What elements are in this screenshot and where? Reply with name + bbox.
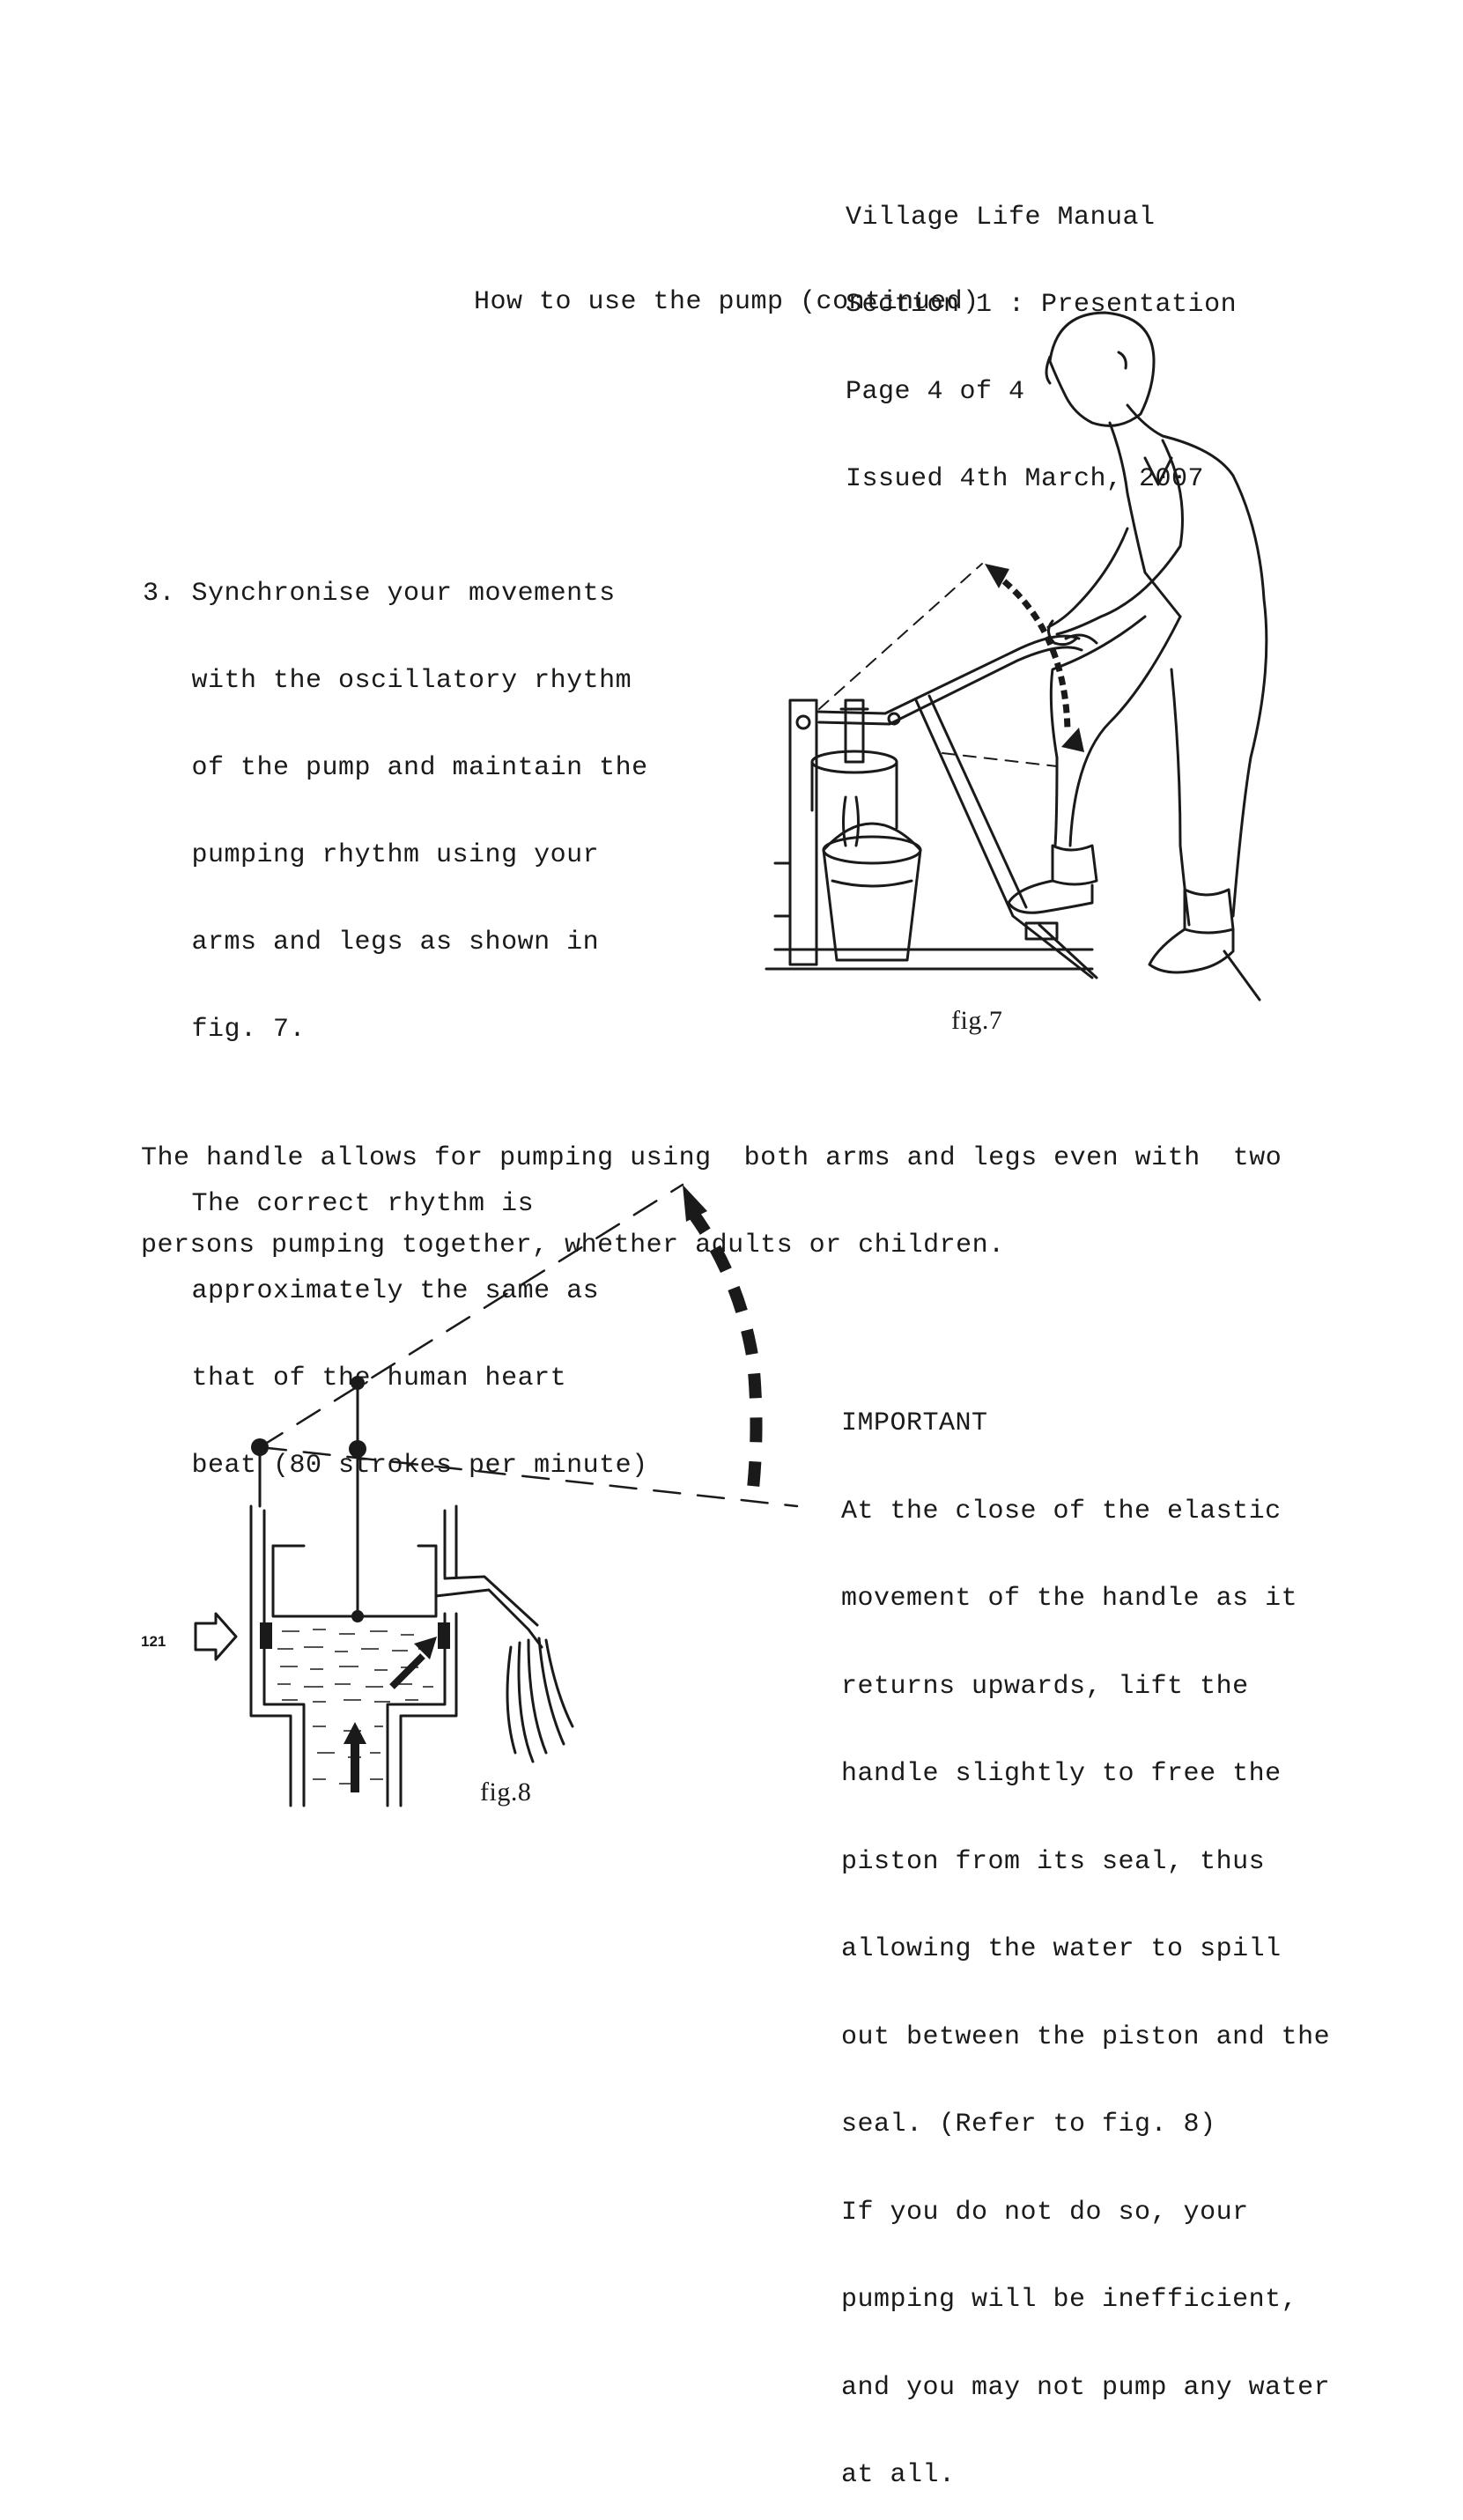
important-line: handle slightly to free the xyxy=(841,1759,1282,1789)
fig7-caption: fig.7 xyxy=(951,1006,1003,1035)
header-issue-date: Issued 4th March, 2007 xyxy=(846,464,1205,494)
rhythm-line: The correct rhythm is xyxy=(143,1189,535,1219)
fig8-caption: fig.8 xyxy=(480,1777,532,1807)
step-line: 3. Synchronise your movements xyxy=(143,579,616,609)
header-page-number: Page 4 of 4 xyxy=(846,377,1025,407)
important-line: allowing the water to spill xyxy=(841,1934,1282,1964)
handle-line: persons pumping together, whether adults… xyxy=(141,1230,1005,1260)
pump-cross-section-diagram xyxy=(194,1183,799,1807)
important-heading: IMPORTANT xyxy=(841,1408,988,1438)
important-line: piston from its seal, thus xyxy=(841,1846,1266,1877)
important-line: out between the piston and the xyxy=(841,2021,1331,2052)
document-header: Village Life Manual Section 1 : Presenta… xyxy=(846,145,1237,523)
important-line: movement of the handle as it xyxy=(841,1584,1298,1614)
handle-line: The handle allows for pumping using both… xyxy=(141,1143,1282,1173)
fig8-inlet-label: 121 xyxy=(141,1633,166,1650)
handle-paragraph: The handle allows for pumping using both… xyxy=(141,1086,1282,1290)
step-line: of the pump and maintain the xyxy=(143,753,648,783)
rhythm-line: beat (80 strokes per minute) xyxy=(143,1451,648,1481)
header-section: Section 1 : Presentation xyxy=(846,290,1238,320)
step-line: fig. 7. xyxy=(143,1015,307,1045)
important-line: at all. xyxy=(841,2460,956,2490)
important-line: returns upwards, lift the xyxy=(841,1671,1249,1702)
important-line: and you may not pump any water xyxy=(841,2372,1331,2403)
important-line: seal. (Refer to fig. 8) xyxy=(841,2110,1216,2139)
important-note: IMPORTANT At the close of the elastic mo… xyxy=(841,1351,1330,2520)
page-title: How to use the pump (continued) xyxy=(474,287,979,317)
person-pumping-illustration xyxy=(765,311,1268,1001)
header-manual-title: Village Life Manual xyxy=(846,203,1156,233)
step-line: pumping rhythm using your xyxy=(143,840,600,870)
step-line: arms and legs as shown in xyxy=(143,927,600,957)
important-line: If you do not do so, your xyxy=(841,2197,1249,2228)
step-3-text: 3. Synchronise your movements with the o… xyxy=(143,521,648,1510)
step-line: with the oscillatory rhythm xyxy=(143,666,632,696)
important-line: pumping will be inefficient, xyxy=(841,2285,1298,2315)
important-line: At the close of the elastic xyxy=(841,1496,1282,1526)
